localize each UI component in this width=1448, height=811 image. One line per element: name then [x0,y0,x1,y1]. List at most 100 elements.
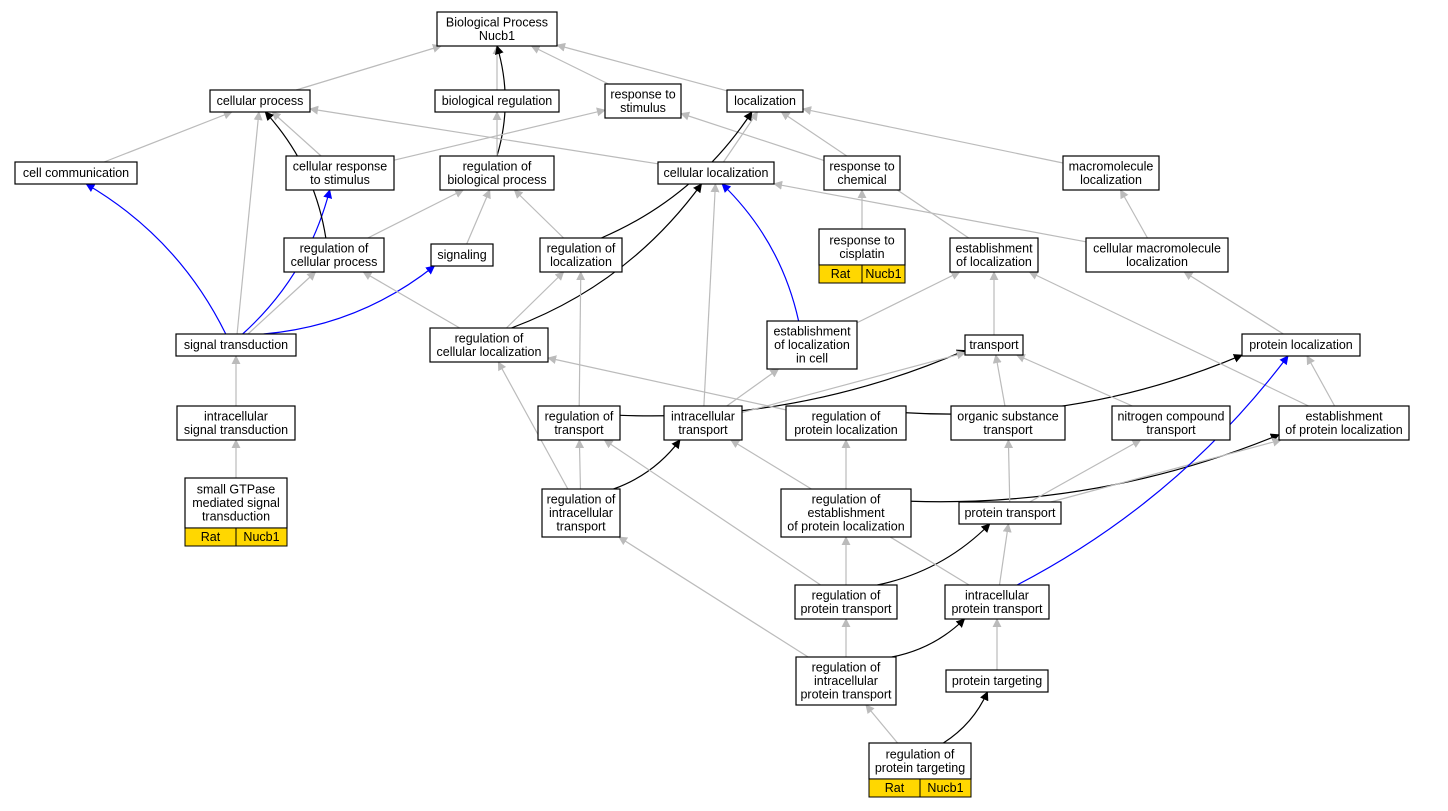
node-breg[interactable]: biological regulation [434,89,560,113]
node-label-line: protein transport [800,688,892,702]
node-box [795,656,897,706]
node-label-line: regulation of [812,493,881,507]
annotation-label: Rat [831,267,851,281]
node-cloc[interactable]: cellular localization [657,161,775,185]
edge-eploc-to-ploc [1306,355,1336,407]
edge-riptr-to-ritr [618,536,809,658]
edge-itr-to-cloc [703,183,720,407]
node-label-line: organic substance [957,409,1059,423]
node-label-line: transport [969,338,1019,352]
node-label-line: nitrogen compound [1117,409,1224,423]
edge-ptr-to-ost [1004,439,1014,503]
node-box [1278,405,1410,441]
edge-st-to-sig [263,265,436,335]
node-label-line: intracellular [671,409,735,423]
node-label-line: transport [556,520,606,534]
edge-rcp-to-rbp [367,189,465,239]
edge-st-to-cc [85,183,227,335]
node-tr[interactable]: transport [964,334,1024,356]
node-box [209,89,311,113]
node-label-line: of localization [774,338,850,352]
node-box [1111,405,1231,441]
edge-rtr-to-rloc [576,271,586,407]
node-label-line: regulation of [547,241,616,255]
node-box [436,11,558,47]
edge-rloc-to-rbp [513,189,565,239]
node-cc[interactable]: cell communication [14,161,138,185]
node-label-line: regulation of [886,747,955,761]
node-box [434,89,560,113]
node-ptr[interactable]: protein transport [958,501,1062,525]
node-box [285,155,395,191]
node-cp[interactable]: cellular process [209,89,311,113]
edge-rptr-to-rtr [603,439,821,586]
node-label-line: biological regulation [442,94,553,108]
node-box [430,243,494,267]
node-label-line: mediated signal [192,496,280,510]
node-box [794,584,898,620]
node-label-line: intracellular [549,506,613,520]
edge-rptarg-to-riptr [865,704,899,744]
node-label-line: protein transport [951,602,1043,616]
node-label-line: response to [829,233,894,247]
node-box [726,89,804,113]
node-ptarg[interactable]: protein targeting [945,669,1049,693]
node-label-line: intracellular [965,588,1029,602]
node-label-line: regulation of [463,159,532,173]
node-loc[interactable]: localization [726,89,804,113]
node-label-line: regulation of [812,409,881,423]
node-box [780,488,912,538]
edge-cloc-to-cp [309,105,659,165]
node-label-line: cellular macromolecule [1093,241,1221,255]
node-label-line: protein targeting [952,674,1042,688]
node-box [283,237,385,273]
annotation-label: Nucb1 [243,530,279,544]
node-label-line: cisplatin [839,247,884,261]
node-ploc[interactable]: protein localization [1241,333,1361,357]
edge-elic-to-cloc [721,183,800,322]
edge-itr-to-tr [741,350,966,414]
node-box [175,333,297,357]
node-label-line: transport [678,423,728,437]
node-st[interactable]: signal transduction [175,333,297,357]
annotation-label: Nucb1 [865,267,901,281]
node-box [663,405,743,441]
node-box [176,405,296,441]
annotation-cell [919,778,972,798]
node-sig[interactable]: signaling [430,243,494,267]
node-label-line: protein transport [964,506,1056,520]
edge-elic-to-eloc [856,271,961,324]
node-label-line: cellular localization [437,345,542,359]
node-label-line: protein targeting [875,761,965,775]
node-box [949,237,1039,273]
edge-rploc-to-rcloc [547,355,787,411]
